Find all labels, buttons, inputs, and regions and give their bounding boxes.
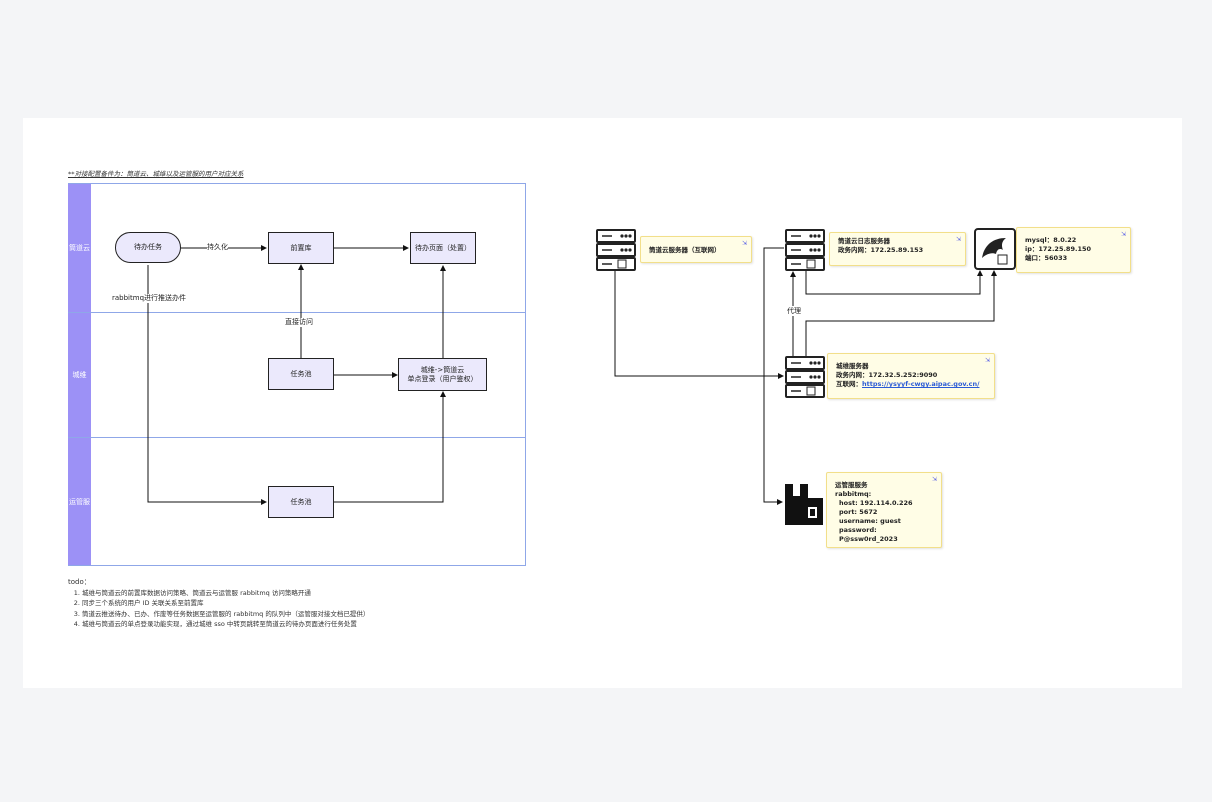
note-line: 端口：56033 bbox=[1025, 254, 1068, 262]
todo-item: 筒道云推送待办、已办、作废等任务数据至运管服的 rabbitmq 的队列中（运管… bbox=[82, 609, 369, 620]
pin-icon: ⇲ bbox=[931, 476, 937, 483]
note-line: username: guest bbox=[839, 517, 901, 525]
note-line: password: P@ssw0rd_2023 bbox=[839, 526, 898, 543]
note-title: 城维服务器 bbox=[836, 362, 869, 370]
note-title: 筒道云日志服务器 bbox=[838, 237, 890, 245]
note-ygf: ⇲ 运管服服务 rabbitmq: host: 192.114.0.226 po… bbox=[826, 472, 942, 548]
node-sso: 城维->筒道云 单点登录（用户鉴权） bbox=[398, 358, 487, 391]
lane-label-tongdaoyun: 筒道云 bbox=[68, 184, 91, 312]
note-cw-server: ⇲ 城维服务器 政务内网：172.32.5.252:9090 互联网：https… bbox=[827, 353, 995, 399]
lane-label-yunguanfu: 运管服 bbox=[68, 438, 91, 565]
todo-item: 城维与筒道云的前置库数据访问策略、筒道云与运管服 rabbitmq 访问策略开通 bbox=[82, 588, 369, 599]
pin-icon: ⇲ bbox=[1120, 231, 1126, 238]
rabbitmq-icon bbox=[784, 482, 824, 530]
note-line: 政务内网：172.32.5.252:9090 bbox=[836, 371, 938, 379]
edge-label-persist: 持久化 bbox=[207, 243, 228, 252]
title-note: **对接配置备件为：筒道云、城维以及运管服的用户对应关系 bbox=[68, 170, 244, 178]
lane-divider bbox=[68, 312, 526, 313]
node-task-pool-cw: 任务池 bbox=[268, 358, 334, 390]
edge-label-direct-access: 直接访问 bbox=[285, 318, 313, 327]
todo-item: 城维与筒道云的单点登录功能实现，通过城维 sso 中转页跳转至筒道云的待办页面进… bbox=[82, 619, 369, 630]
note-line: host: 192.114.0.226 bbox=[839, 499, 913, 507]
node-todo-page: 待办页面（处置） bbox=[410, 232, 476, 264]
cw-internet-link[interactable]: https://ysyyf-cwgy.aipac.gov.cn/ bbox=[862, 380, 980, 388]
lane-divider bbox=[68, 437, 526, 438]
pin-icon: ⇲ bbox=[741, 240, 747, 247]
pin-icon: ⇲ bbox=[984, 357, 990, 364]
note-mysql: ⇲ mysql：8.0.22 ip：172.25.89.150 端口：56033 bbox=[1016, 227, 1131, 273]
note-line: 互联网：https://ysyyf-cwgy.aipac.gov.cn/ bbox=[836, 380, 986, 389]
diagram-canvas bbox=[23, 118, 1182, 688]
edge-label-rabbitmq-push: rabbitmq进行推送办件 bbox=[112, 294, 187, 303]
lane-label-chengwei: 城维 bbox=[68, 313, 91, 437]
node-persist-store: 前置库 bbox=[268, 232, 334, 264]
edge-label-proxy: 代理 bbox=[787, 306, 801, 316]
note-line: ip：172.25.89.150 bbox=[1025, 245, 1092, 253]
server-icon bbox=[596, 229, 636, 275]
mysql-dolphin-icon bbox=[974, 228, 1016, 274]
node-todo-task: 待办任务 bbox=[115, 232, 181, 263]
server-icon bbox=[785, 229, 825, 275]
note-title: 运管服服务 bbox=[835, 481, 868, 489]
todo-item: 同步三个系统的用户 ID 关联关系至前置库 bbox=[82, 598, 369, 609]
todo-list: todo： 城维与筒道云的前置库数据访问策略、筒道云与运管服 rabbitmq … bbox=[68, 577, 369, 630]
todo-title: todo： bbox=[68, 578, 91, 586]
note-cloud-server: ⇲ 筒道云服务器（互联网） bbox=[640, 236, 752, 263]
pin-icon: ⇲ bbox=[955, 236, 961, 243]
note-line: 政务内网：172.25.89.153 bbox=[838, 246, 924, 254]
note-line: port: 5672 bbox=[839, 508, 878, 516]
note-line: rabbitmq: bbox=[835, 490, 872, 498]
note-log-server: ⇲ 筒道云日志服务器 政务内网：172.25.89.153 bbox=[829, 232, 966, 266]
note-line-label: 互联网： bbox=[836, 380, 862, 388]
note-title: 筒道云服务器（互联网） bbox=[649, 246, 721, 254]
node-task-pool-ygf: 任务池 bbox=[268, 486, 334, 518]
note-line: mysql：8.0.22 bbox=[1025, 236, 1077, 244]
server-icon bbox=[785, 356, 825, 402]
